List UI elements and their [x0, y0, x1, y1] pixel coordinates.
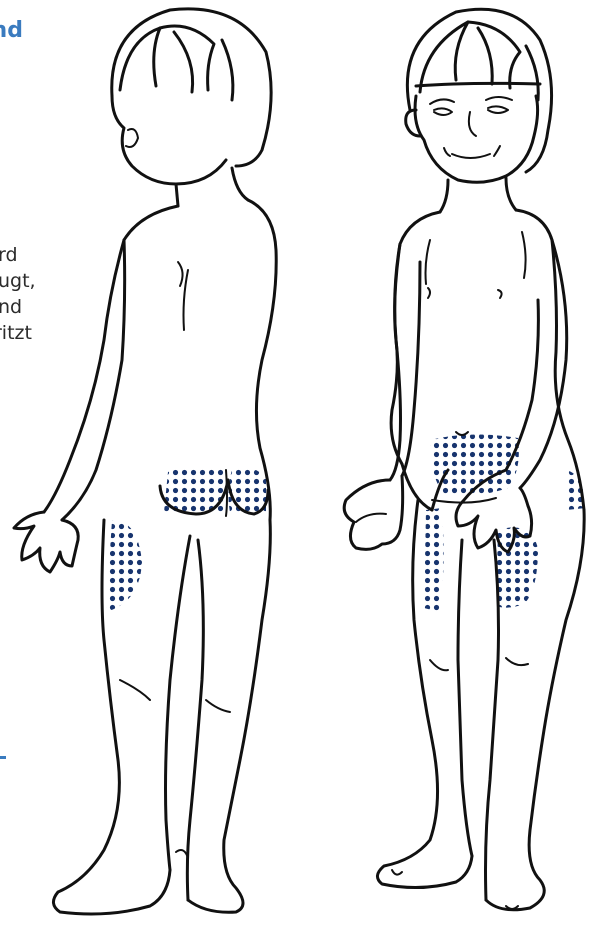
child-front-view: [344, 9, 586, 910]
zone-buttock-right: [228, 467, 266, 512]
zone-buttock-left: [164, 466, 224, 512]
zone-outer-thigh-back: [106, 520, 142, 612]
zone-front-thigh-right: [496, 527, 538, 607]
zone-front-thigh-left: [424, 508, 444, 612]
child-back-view: [14, 9, 276, 914]
